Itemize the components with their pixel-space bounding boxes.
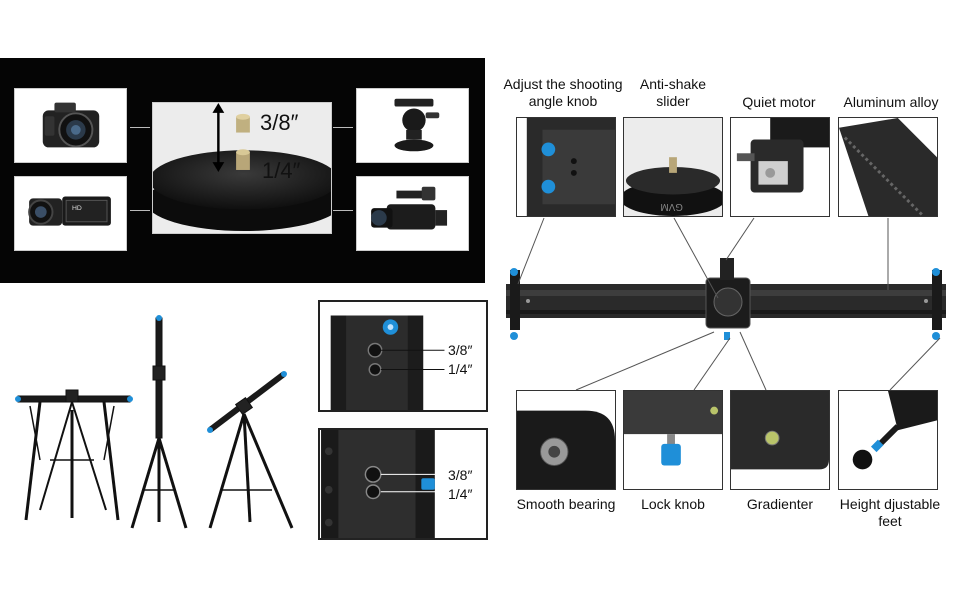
- feature-label-smooth-bearing: Smooth bearing: [516, 496, 616, 512]
- pro-camcorder-image: [356, 176, 469, 251]
- feature-image-smooth-bearing: [516, 390, 616, 490]
- connector-line: [333, 210, 353, 211]
- camcorder-image: HD: [14, 176, 127, 251]
- feature-label-quiet-motor: Quiet motor: [742, 94, 816, 110]
- connector-line: [130, 210, 150, 211]
- connector-line: [333, 127, 353, 128]
- thread-closeup-bottom: [318, 428, 488, 540]
- feature-image-aluminum-alloy: [838, 117, 938, 217]
- feature-image-adjustable-feet: [838, 390, 938, 490]
- feature-image-quiet-motor: [730, 117, 830, 217]
- thread-size-large: 3/8″: [260, 110, 299, 135]
- bottom-closeup-label-14: 1/4″: [448, 486, 473, 502]
- ball-head-image: [356, 88, 469, 163]
- feature-label-angle-knob: Adjust the shooting angle knob: [503, 76, 623, 109]
- tripod-configurations-image: [10, 310, 310, 540]
- thread-closeup-top: [318, 300, 488, 412]
- feature-label-lock-knob: Lock knob: [641, 496, 705, 512]
- feature-label-anti-shake-slider: Anti-shake slider: [639, 76, 707, 109]
- callout-lines: [517, 217, 941, 391]
- connector-line: [130, 127, 150, 128]
- top-closeup-label-38: 3/8″: [448, 342, 473, 358]
- top-closeup-label-14: 1/4″: [448, 361, 473, 377]
- svg-text:HD: HD: [72, 205, 82, 212]
- feature-image-anti-shake-slider: GVM: [623, 117, 723, 217]
- feature-image-lock-knob: [623, 390, 723, 490]
- mounting-plate-image: [152, 102, 332, 234]
- svg-text:GVM: GVM: [660, 201, 682, 212]
- thread-size-small: 1/4″: [262, 158, 301, 183]
- feature-label-adjustable-feet: Height djustable feet: [839, 496, 941, 529]
- feature-image-angle-knob: [516, 117, 616, 217]
- slider-rail-image: [496, 240, 956, 350]
- feature-label-gradienter: Gradienter: [746, 496, 814, 512]
- feature-image-gradienter: [730, 390, 830, 490]
- feature-label-aluminum-alloy: Aluminum alloy: [843, 94, 939, 110]
- bottom-closeup-label-38: 3/8″: [448, 467, 473, 483]
- dslr-camera-image: [14, 88, 127, 163]
